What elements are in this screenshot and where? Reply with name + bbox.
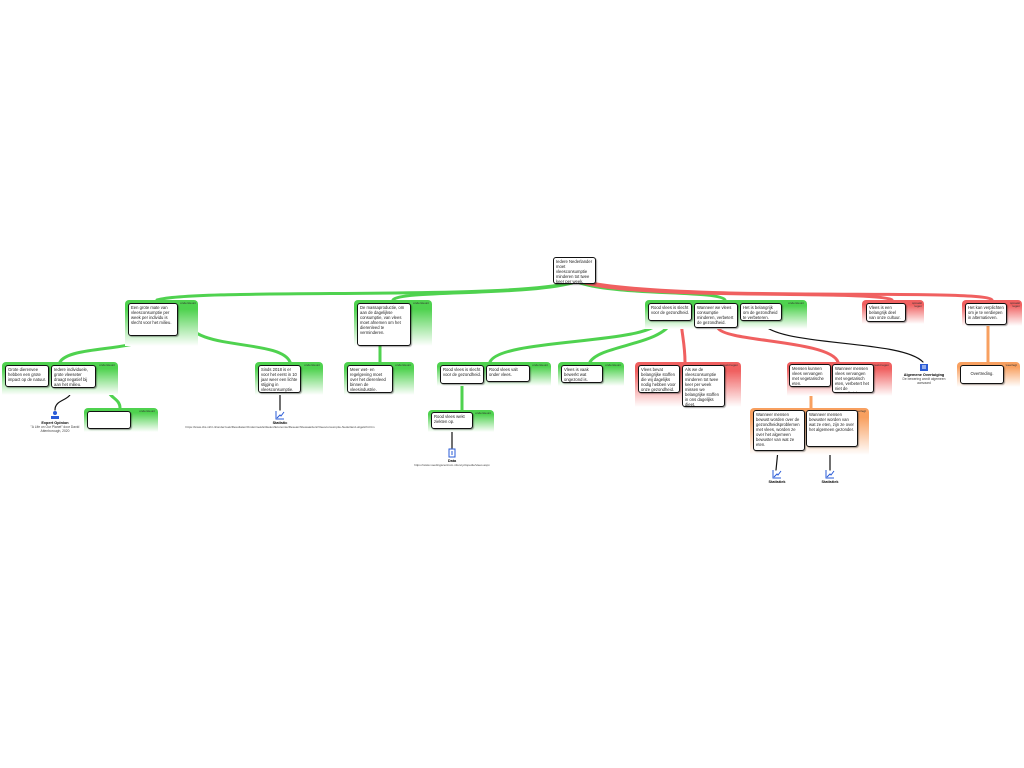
- relation-label: ondersteunt: [475, 411, 491, 415]
- evidence-source: https://www.cbs.nl/nl-nl/onderzoek/Resul…: [185, 425, 375, 429]
- chart-icon: [825, 470, 835, 479]
- claim-empty[interactable]: [87, 411, 131, 429]
- link-root-e: [588, 281, 994, 302]
- evidence-title: Expert Opinion: [41, 421, 69, 425]
- claim-consumption-rise[interactable]: Sinds 2018 is er voor het eerst in 10 ja…: [258, 365, 301, 393]
- general-knowledge-icon: [920, 364, 928, 371]
- claim-disease[interactable]: Rood vlees wekt ziekten op.: [431, 412, 473, 429]
- relation-label: ondersteunt: [788, 301, 804, 305]
- chart-icon: [275, 411, 285, 420]
- objection-replace-meat[interactable]: Mensen kunnen vlees vervangen met vegeta…: [789, 364, 831, 387]
- evidence-statistic-2[interactable]: Statistiek: [760, 469, 794, 484]
- evidence-title: Statistic: [272, 421, 288, 425]
- relation-label: spreekt tegen: [912, 301, 922, 309]
- evidence-statistic[interactable]: Statistic https://www.cbs.nl/nl-nl/onder…: [150, 410, 410, 429]
- root-claim[interactable]: Iedere Nederlander moet vleesconsumptie …: [553, 257, 596, 284]
- link-root-b: [391, 281, 574, 302]
- claim-animal-welfare[interactable]: De massaproductie, om aan de dagelijkse …: [357, 303, 411, 346]
- chart-icon: [772, 470, 782, 479]
- evidence-statistic-3[interactable]: Statistiek: [813, 469, 847, 484]
- evidence-title: Algemene Overtuiging: [903, 373, 945, 377]
- link-a3-a: [183, 316, 292, 364]
- evidence-data[interactable]: Data https://www.voedingscentrum.nl/ency…: [392, 448, 512, 467]
- relation-label: spreekt tegen: [870, 363, 889, 367]
- expert-icon: [51, 411, 59, 419]
- relation-label: ondersteunt: [99, 363, 115, 367]
- objection-culture[interactable]: Vlees is een belangrijk deel van onze cu…: [866, 303, 906, 322]
- objection-missing-nutrients[interactable]: Als we de vleesconsumptie minderen tot t…: [682, 365, 725, 407]
- rebuttal-violation[interactable]: Overtreding.: [960, 365, 1004, 384]
- evidence-title: Statistiek: [768, 480, 786, 484]
- evidence-source: https://www.voedingscentrum.nl/encyclope…: [414, 463, 490, 467]
- objection-no-health-gain[interactable]: Wanneer mensen vlees vervangen met veget…: [832, 364, 874, 393]
- rebuttal-awareness[interactable]: Wanneer mensen bewust worden over de gez…: [753, 410, 805, 451]
- objection-nutrients[interactable]: Vlees bevat belangrijke stoffen die wij …: [638, 365, 680, 393]
- claim-individual-impact[interactable]: Iedere individuele, grote vleeseter draa…: [51, 365, 96, 388]
- relation-label: ondersteunt: [532, 363, 548, 367]
- claim-livestock-impact[interactable]: Grote dierenvee hebben een grote impact …: [5, 365, 49, 387]
- relation-label: spreekt tegen: [1010, 301, 1020, 309]
- claim-regulation[interactable]: Meer wet- en regelgeving moet over het d…: [347, 365, 393, 393]
- claim-red-meat-unhealthy[interactable]: Rood vlees is slecht voor de gezondheid.: [440, 365, 484, 384]
- evidence-title: Data: [447, 459, 457, 463]
- relation-label: ondersteunt: [180, 301, 196, 305]
- claim-health-important[interactable]: Het is belangrijk om de gezondheid te ve…: [740, 303, 782, 321]
- document-icon: [448, 448, 456, 458]
- claim-less-meat-health[interactable]: Wanneer we vlees consumptie minderen, ve…: [694, 303, 738, 328]
- relation-label: spreekt tegen: [719, 363, 738, 367]
- rebuttal-healthier[interactable]: Wanneer mensen bewuster worden van wat z…: [806, 410, 858, 447]
- relation-label: ondersteunt: [304, 363, 320, 367]
- link-c-c1: [488, 319, 662, 364]
- relation-label: ondersteunt: [413, 301, 429, 305]
- evidence-title: Statistiek: [821, 480, 839, 484]
- relation-label: weerlegt: [854, 409, 866, 413]
- relation-label: weerlegt: [1005, 363, 1017, 367]
- relation-label: ondersteunt: [139, 409, 155, 413]
- evidence-source: "A Life on Our Planet" door David Attenb…: [30, 425, 80, 433]
- claim-red-meat[interactable]: Rood vlees is slecht voor de gezondheid.: [648, 303, 692, 321]
- evidence-expert-opinion[interactable]: Expert Opinion "A Life on Our Planet" do…: [25, 410, 85, 433]
- claim-red-meat-is-meat[interactable]: Rood vlees valt onder vlees.: [486, 365, 530, 382]
- relation-label: ondersteunt: [605, 363, 621, 367]
- link-c4-c: [716, 326, 840, 364]
- claim-environment[interactable]: Een grote mate van vleesconsumptie per w…: [128, 303, 178, 336]
- relation-label: ondersteunt: [395, 363, 411, 367]
- claim-processed-meat[interactable]: Vlees is vaak bewerkt wat ongezond is.: [561, 365, 603, 383]
- objection-alternatives[interactable]: Het kan verplichten om je te verdiepen i…: [965, 303, 1007, 325]
- evidence-general-knowledge[interactable]: Algemene Overtuiging De bewering wordt a…: [900, 362, 948, 385]
- evidence-source: De bewering wordt algemeen aanvaard: [902, 377, 946, 385]
